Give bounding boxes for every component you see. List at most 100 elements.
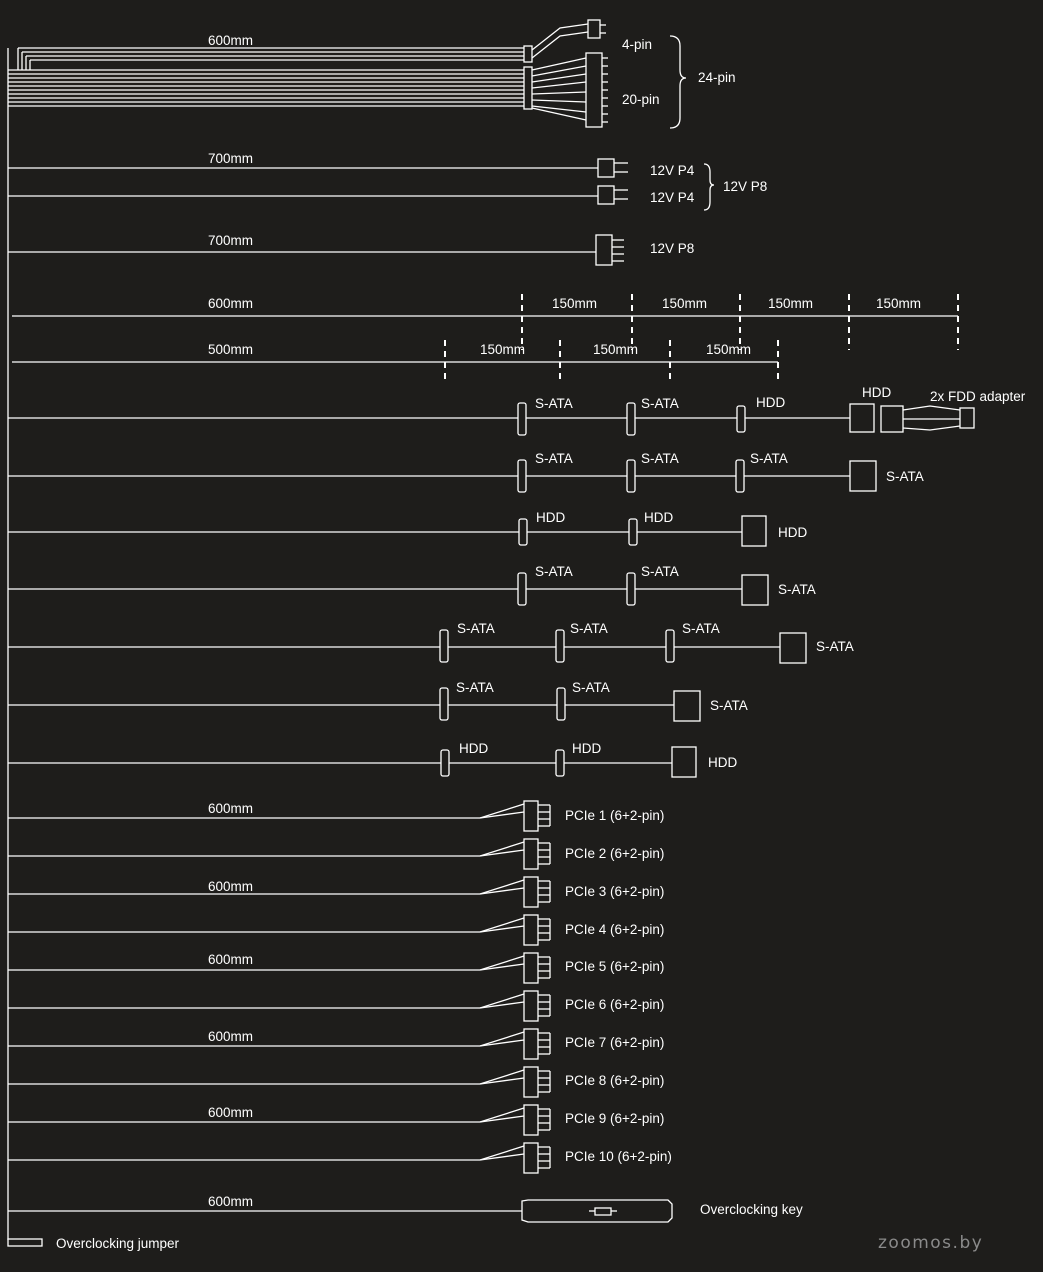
label-p4-a: 12V P4 [650, 163, 695, 178]
label-p8-length: 700mm [208, 233, 253, 248]
overclocking-jumper [7, 1238, 43, 1247]
peripheral-cable-2 [8, 459, 877, 493]
label-ruler-seg-2: 150mm [662, 296, 707, 311]
label-ruler-seg-4: 150mm [876, 296, 921, 311]
label-r7-3: HDD [708, 755, 737, 770]
fdd-adapter-body [880, 405, 904, 433]
pcie-connector [523, 838, 539, 870]
label-p4-b: 12V P4 [650, 190, 695, 205]
label-p8-group: 12V P8 [723, 179, 767, 194]
pcie-cable-9 [8, 1104, 551, 1136]
pcie-connector [523, 914, 539, 946]
label-p8: 12V P8 [650, 241, 694, 256]
label-ruler2-seg-2: 150mm [593, 342, 638, 357]
label-r4-1: S-ATA [535, 564, 573, 579]
length-ruler-500 [12, 340, 779, 380]
brace-p8 [703, 163, 715, 211]
label-r5-2: S-ATA [570, 621, 608, 636]
pcie-cable-7 [8, 1028, 551, 1060]
brace-24pin [669, 35, 687, 129]
peripheral-cable-7 [8, 746, 697, 778]
label-ruler2-seg-3: 150mm [706, 342, 751, 357]
label-pcie-len-2: 600mm [208, 879, 253, 894]
pcie-cable-10 [8, 1142, 551, 1174]
molex-connector [736, 405, 746, 433]
atx-24pin-cable [8, 19, 687, 129]
pcie-cable-1 [8, 800, 551, 832]
cpu-p8-cable [8, 234, 624, 266]
connector-p8 [595, 234, 613, 266]
label-r3-3: HDD [778, 525, 807, 540]
pcie-cables [8, 800, 551, 1174]
label-pcie-len-1: 600mm [208, 801, 253, 816]
label-p4-length: 700mm [208, 151, 253, 166]
label-20pin: 20-pin [622, 92, 660, 107]
pcie-connector [523, 1142, 539, 1174]
label-r2-2: S-ATA [641, 451, 679, 466]
label-pcie-10: PCIe 10 (6+2-pin) [565, 1149, 672, 1164]
pcie-cable-2 [8, 838, 551, 870]
molex-connector [849, 403, 875, 433]
peripheral-cable-5 [8, 629, 807, 664]
label-r3-1: HDD [536, 510, 565, 525]
fdd-adapter-cable [902, 405, 961, 431]
label-pcie-4: PCIe 4 (6+2-pin) [565, 922, 664, 937]
label-ruler-600: 600mm [208, 296, 253, 311]
connector-p4-b [597, 185, 615, 205]
connector-4pin [587, 19, 601, 39]
label-4pin: 4-pin [622, 37, 652, 52]
label-pcie-len-5: 600mm [208, 1105, 253, 1120]
label-ruler2-seg-1: 150mm [480, 342, 525, 357]
label-oc-jumper: Overclocking jumper [56, 1236, 180, 1251]
pcie-connector [523, 990, 539, 1022]
overclocking-switch [594, 1207, 612, 1216]
label-pcie-len-4: 600mm [208, 1029, 253, 1044]
label-r4-3: S-ATA [778, 582, 816, 597]
sata-connector [517, 402, 527, 436]
label-pcie-2: PCIe 2 (6+2-pin) [565, 846, 664, 861]
sata-connector [626, 402, 636, 436]
connector-p4-a [597, 158, 615, 178]
label-oc-length: 600mm [208, 1194, 253, 1209]
label-ruler-seg-3: 150mm [768, 296, 813, 311]
label-r1-4: HDD [862, 385, 891, 400]
label-r1-2: S-ATA [641, 396, 679, 411]
label-ruler-500: 500mm [208, 342, 253, 357]
fdd-connector [959, 407, 975, 429]
label-r7-2: HDD [572, 741, 601, 756]
connector-20pin [585, 52, 603, 128]
pcie-connector [523, 952, 539, 984]
pcie-connector [523, 800, 539, 832]
peripheral-cable-6 [8, 687, 701, 722]
label-r7-1: HDD [459, 741, 488, 756]
label-r6-1: S-ATA [456, 680, 494, 695]
label-pcie-1: PCIe 1 (6+2-pin) [565, 808, 664, 823]
pcie-connector [523, 1104, 539, 1136]
peripheral-cable-4 [8, 572, 769, 606]
pcie-cable-8 [8, 1066, 551, 1098]
label-r1-5: 2x FDD adapter [930, 389, 1026, 404]
label-r2-1: S-ATA [535, 451, 573, 466]
pcie-connector [523, 1066, 539, 1098]
label-r2-3: S-ATA [750, 451, 788, 466]
label-r4-2: S-ATA [641, 564, 679, 579]
pcie-cable-4 [8, 914, 551, 946]
length-ruler-600 [12, 294, 959, 350]
label-pcie-5: PCIe 5 (6+2-pin) [565, 959, 664, 974]
pcie-cable-3 [8, 876, 551, 908]
label-24pin-length: 600mm [208, 33, 253, 48]
label-r5-3: S-ATA [682, 621, 720, 636]
label-pcie-len-3: 600mm [208, 952, 253, 967]
peripheral-cable-3 [8, 515, 767, 547]
pcie-connector [523, 876, 539, 908]
label-r2-4: S-ATA [886, 469, 924, 484]
label-pcie-8: PCIe 8 (6+2-pin) [565, 1073, 664, 1088]
label-r5-1: S-ATA [457, 621, 495, 636]
label-r3-2: HDD [644, 510, 673, 525]
watermark-logo: zoomos.by [878, 1233, 983, 1253]
label-r1-1: S-ATA [535, 396, 573, 411]
label-24pin: 24-pin [698, 70, 736, 85]
label-r6-3: S-ATA [710, 698, 748, 713]
